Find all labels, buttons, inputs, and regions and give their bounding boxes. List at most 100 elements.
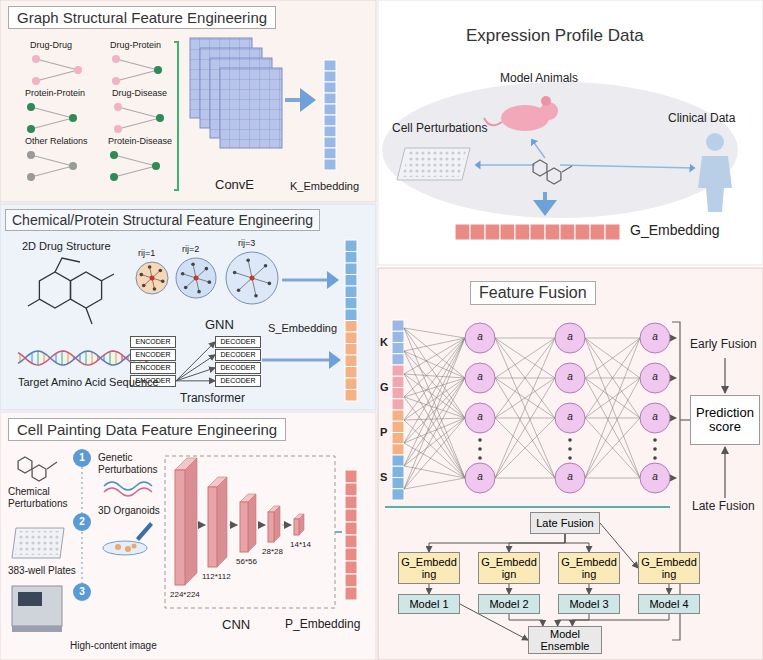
network-link [495,418,555,478]
gnn-atom [191,263,195,267]
arrow [724,447,725,498]
network-link [585,338,640,378]
entity-dot [27,151,35,159]
network-link [495,338,555,478]
embedding-box: G_Embedd ing [398,552,460,584]
relation-line [31,155,73,166]
ensemble-box: Model Ensemble [528,626,602,654]
network-link [404,338,465,397]
organoid-dish [103,541,147,555]
connector [669,584,670,594]
embedding-cell [345,275,357,287]
gnn-atom [142,284,146,288]
neuron [555,363,585,393]
arrow [262,359,338,362]
relation-line [114,155,156,166]
plate [12,528,64,558]
network-link [495,418,555,419]
decoder-block: DECODER [215,336,261,348]
embedding-cell [345,390,357,402]
network-link [404,338,465,351]
arrow [670,378,676,379]
ellipsis-dot [478,447,482,451]
bracket [174,42,178,190]
network-link [404,378,465,489]
encoder-block: ENCODER [130,336,176,348]
arrow [335,531,342,533]
box-text: ENCODER [135,351,170,359]
box-text: G_Embedd ing [561,556,617,580]
network-link [404,328,465,418]
label: a [472,471,488,483]
entity-dot [27,125,35,133]
label: 3 [76,586,88,598]
gnn-atom [140,273,144,277]
entity-dot [27,103,35,111]
embedding-cell [324,148,336,159]
cnn-layer-side [185,458,197,585]
embedding-cell [392,343,404,354]
connector [572,614,669,626]
embedding-cell [530,224,545,240]
organoid [132,544,137,549]
cnn-layer [175,470,185,585]
network-link [404,351,465,378]
embedding-cell [345,321,357,333]
label: 56*56 [236,557,257,566]
embedding-cell [392,320,404,331]
connector [509,534,565,552]
label: G [380,381,389,394]
molecule-ring [547,168,561,184]
network-link [585,418,640,478]
gnn-radius [136,262,168,294]
embedding-cell [324,104,336,115]
embedding-cell [345,561,357,574]
model-box: Model 4 [638,594,700,614]
step-circle [73,513,91,531]
entity-dot [69,162,77,170]
connector [176,355,215,381]
gnn-atom [254,294,258,298]
embedding-box: G_Embedd ing [558,552,620,584]
neuron [640,463,670,493]
drug-ring [70,272,101,308]
network-link [585,378,640,478]
embedding-cell [392,399,404,410]
pipette [136,522,153,541]
label: S_Embedding [268,322,337,335]
dashed-frame [165,456,335,608]
connector [176,342,215,381]
label: rij=3 [238,238,255,248]
network-link [404,338,465,374]
gene-strand [104,488,152,496]
prediction-box: Prediction score [690,395,760,445]
embedding-cell [324,159,336,170]
box-text: DECODER [220,364,255,372]
bracket [672,322,680,640]
box-text: ENCODER [135,338,170,346]
embedding-cell [500,224,515,240]
box-text: G_Embedd ing [641,556,697,580]
label: 3D Organoids [98,505,160,517]
gnn-atom [264,264,268,268]
network-link [585,418,640,419]
ellipsis-dot [568,438,572,442]
entity-dot [32,55,40,63]
label: P [380,426,387,439]
embedding-cell [345,548,357,561]
arrow [724,358,725,393]
box-text: Model 3 [569,598,608,610]
network-link [404,478,465,489]
gnn-edge [252,278,256,296]
plate [397,148,470,180]
embedding-cell [485,224,500,240]
network-link [585,338,640,478]
embedding-cell [345,309,357,321]
connector [176,380,215,381]
network-link [404,338,465,443]
model-box: Model 2 [478,594,540,614]
arrow [282,279,336,282]
mouse-ear [541,96,551,106]
embedding-cell [324,137,336,148]
arrow [670,418,676,419]
